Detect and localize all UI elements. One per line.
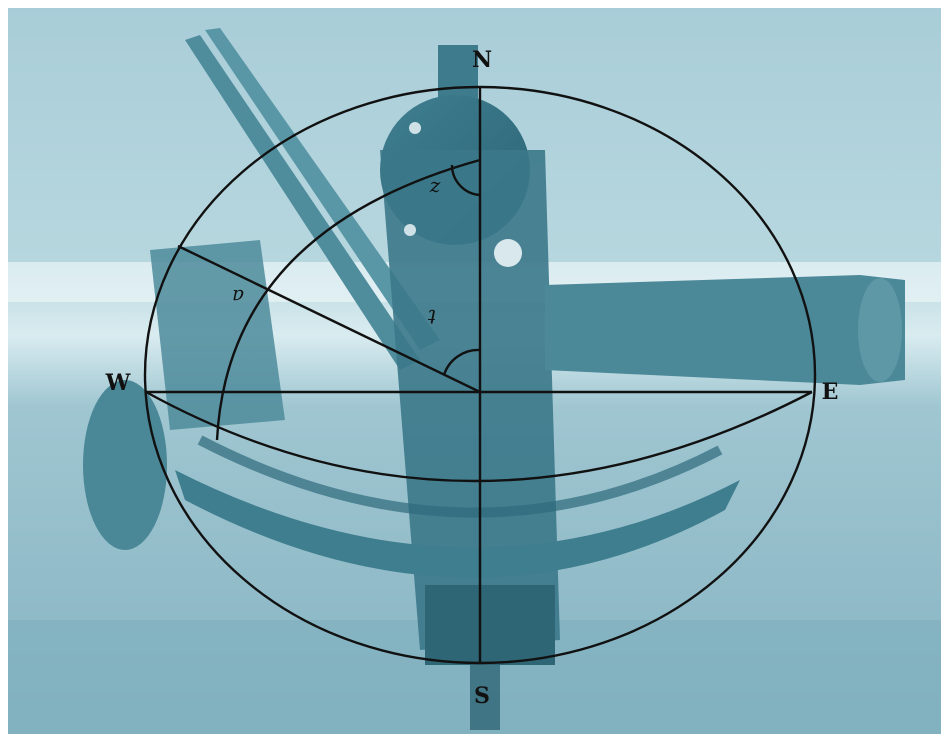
west-label: W [105, 370, 131, 396]
sextant-screw-small [409, 122, 421, 134]
east-label: E [822, 379, 839, 405]
angle-a-label: a [232, 285, 244, 309]
sextant-vernier [425, 585, 555, 665]
south-label: S [474, 683, 490, 709]
sextant-photo [8, 8, 941, 734]
telescope-eyepiece [858, 278, 902, 382]
sextant-screw [494, 239, 522, 267]
north-label: N [472, 47, 492, 73]
angle-z-label: z [429, 177, 441, 201]
sextant-screw-small [404, 224, 416, 236]
sextant-telescope [545, 275, 905, 385]
shade-filter-disk [83, 380, 167, 550]
angle-t-label: t [427, 305, 436, 329]
